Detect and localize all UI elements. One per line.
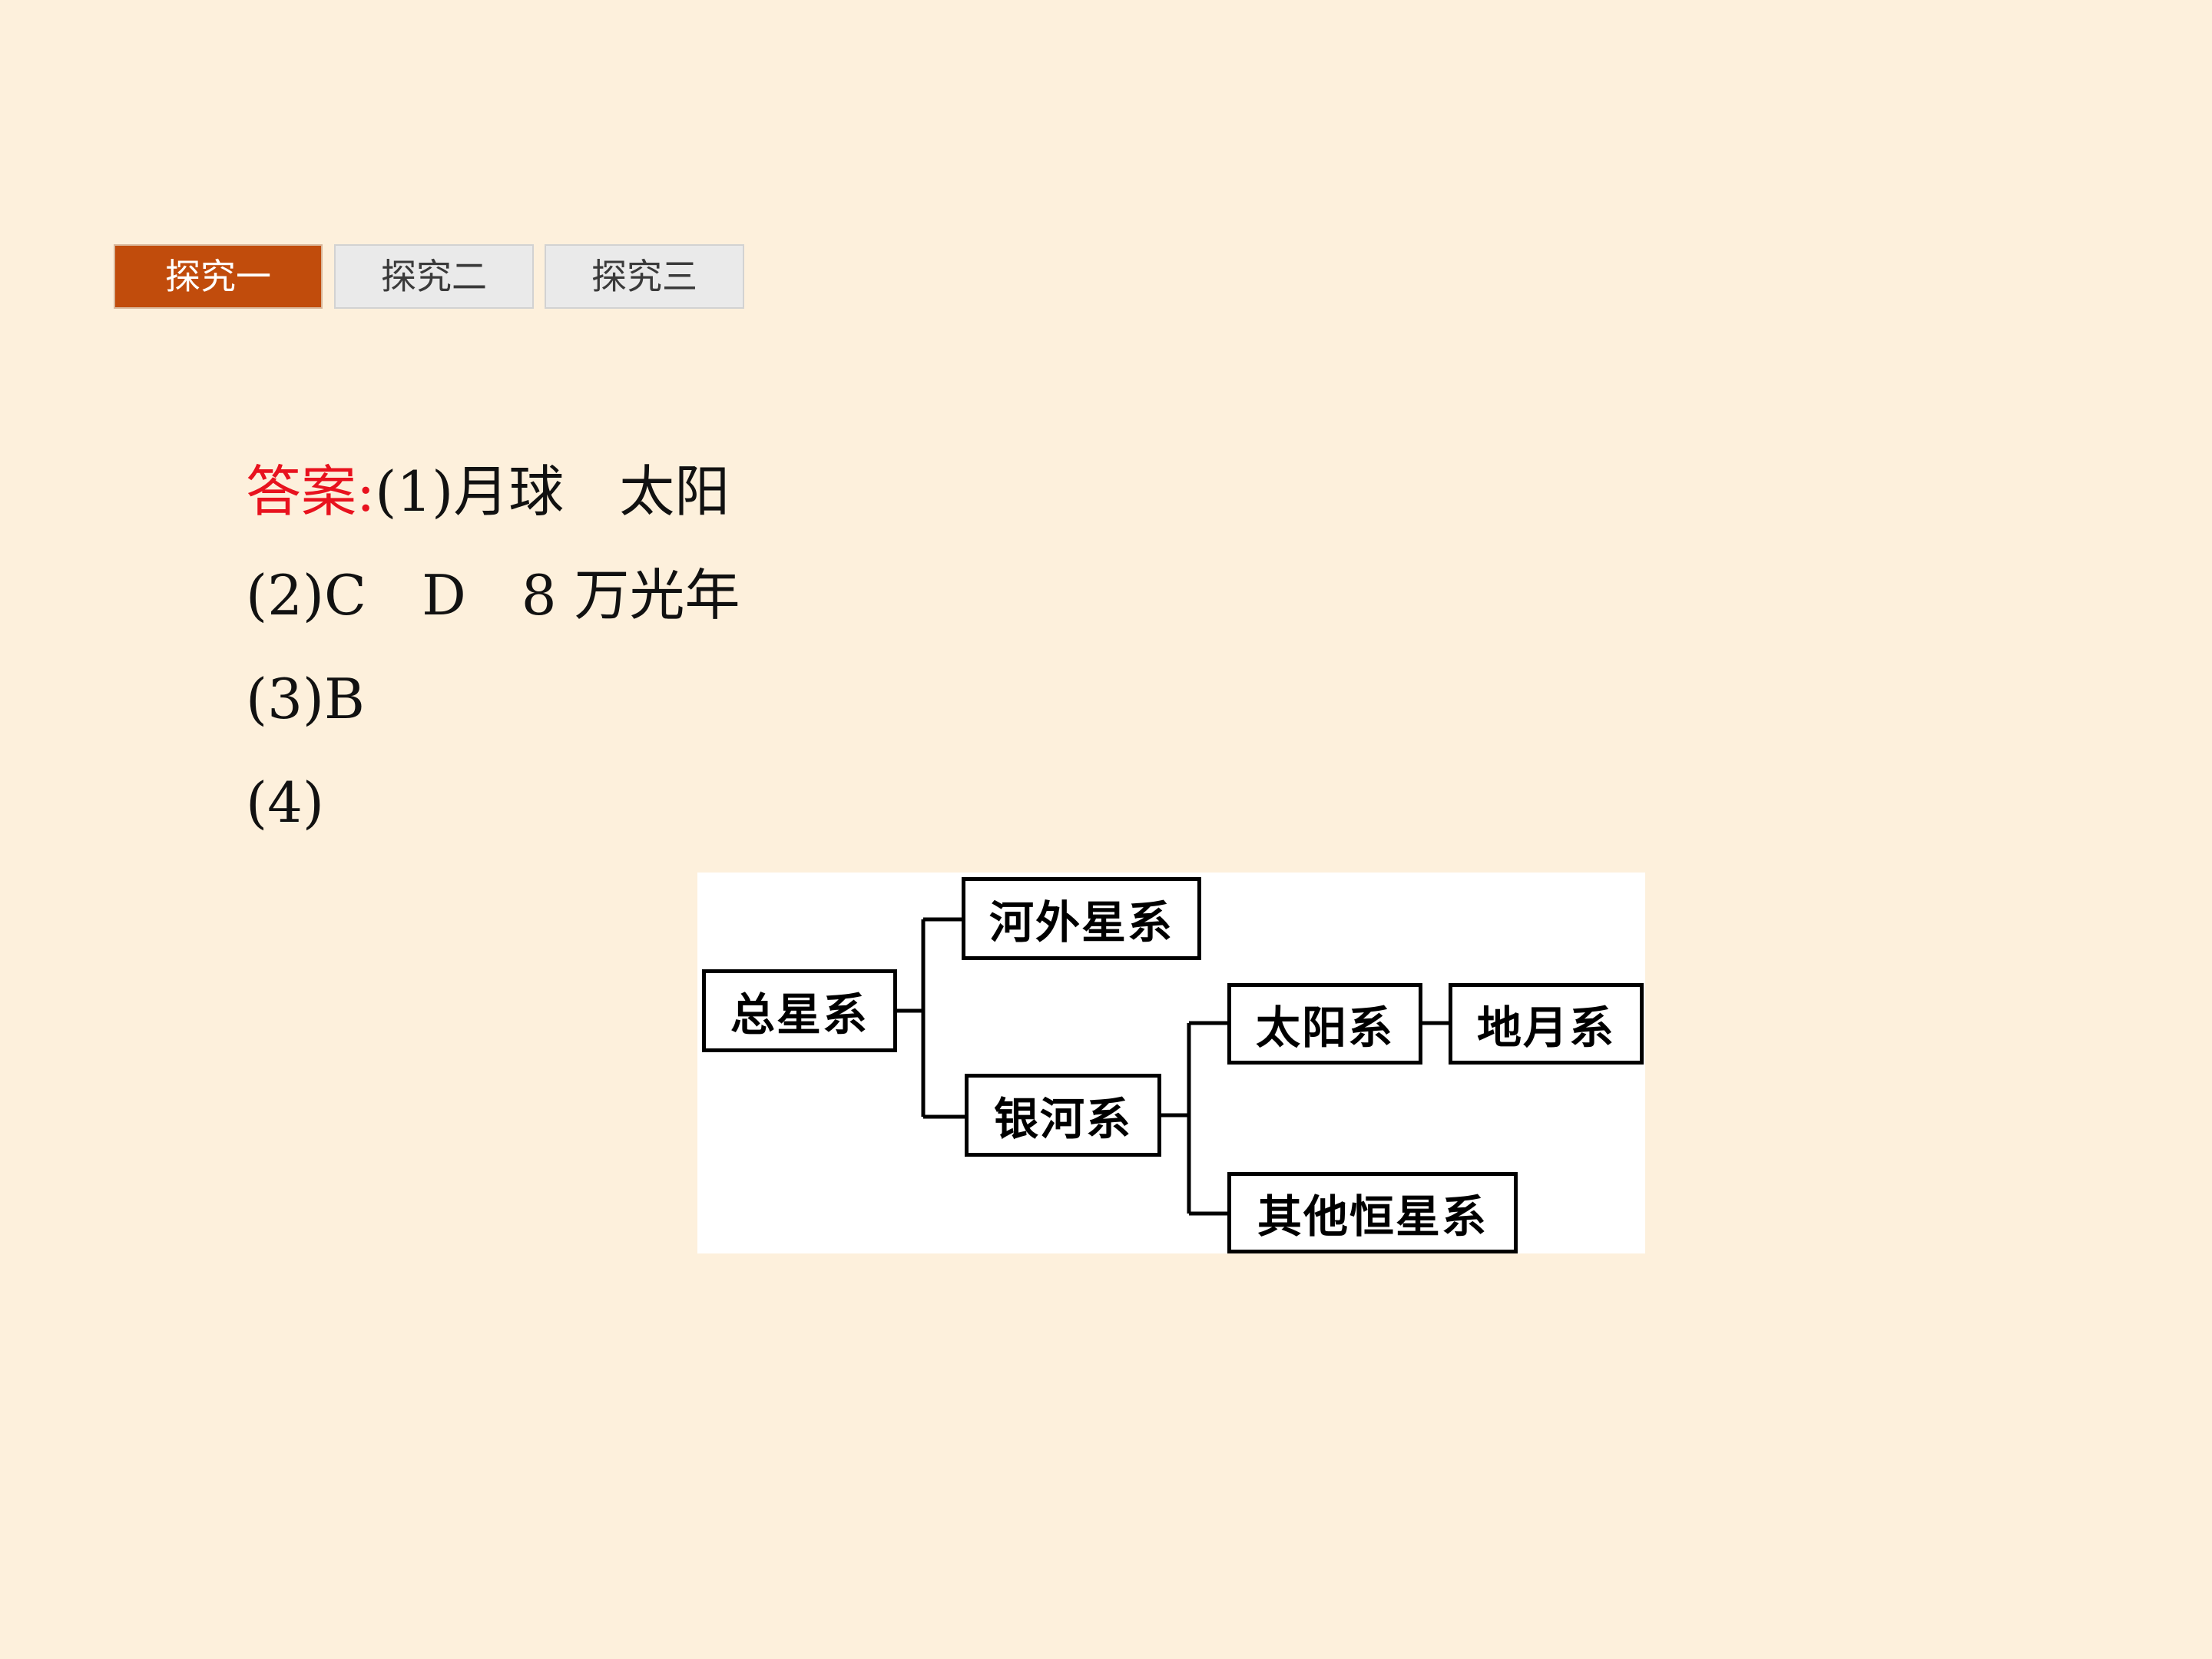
tab-explore-2[interactable]: 探究二 <box>334 244 534 309</box>
answer-line-2: (2)C D 8 万光年 <box>246 563 740 628</box>
node-other-stellar: 其他恒星系 <box>1227 1172 1518 1253</box>
answer-label: 答案: <box>246 459 376 524</box>
diagram-connectors <box>896 917 1450 1216</box>
node-total-galaxy: 总星系 <box>702 969 897 1052</box>
answer-line-3: (3)B <box>246 667 365 731</box>
galaxy-hierarchy-diagram: 总星系 河外星系 银河系 太阳系 地月系 其他恒星系 <box>697 873 1645 1253</box>
answer-line-1-text: (1)月球 太阳 <box>375 459 730 524</box>
node-solar-system: 太阳系 <box>1227 983 1422 1065</box>
tab-explore-3[interactable]: 探究三 <box>545 244 744 309</box>
answer-line-1: 答案:(1)月球 太阳 <box>246 453 730 530</box>
tab-explore-1[interactable]: 探究一 <box>114 244 323 309</box>
node-milky-way: 银河系 <box>965 1074 1161 1157</box>
node-earth-moon: 地月系 <box>1449 983 1644 1065</box>
node-extragalactic: 河外星系 <box>962 877 1201 960</box>
answer-line-4: (4) <box>246 770 324 835</box>
